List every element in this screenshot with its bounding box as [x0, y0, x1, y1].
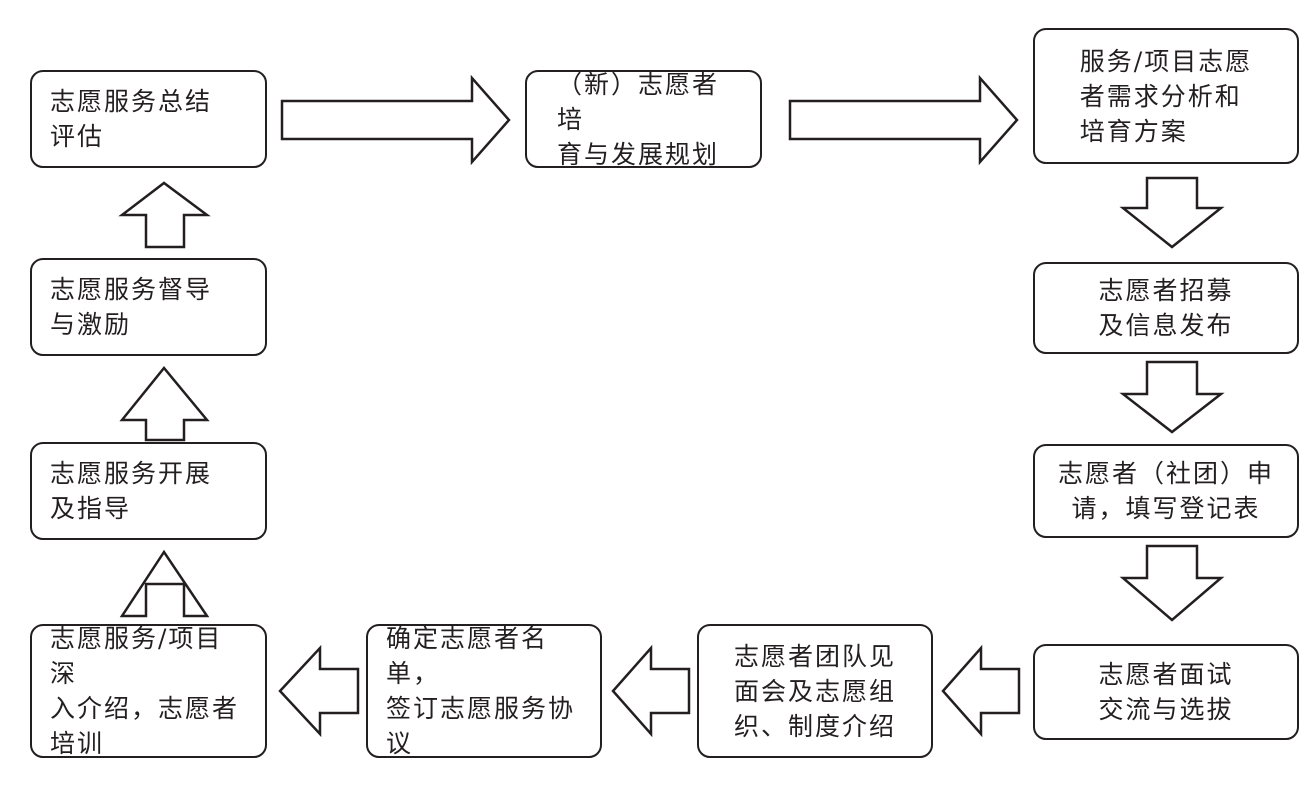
arrow-left-3 [278, 644, 360, 738]
arrow-down-1 [1119, 176, 1225, 249]
step-team-meeting: 志愿者团队见 面会及志愿组 织、制度介绍 [697, 624, 933, 758]
step-supervision-incentive-label: 志愿服务督导 与激励 [50, 275, 213, 339]
step-training: 志愿服务/项目深 入介绍，志愿者 培训 [30, 624, 267, 758]
arrow-left-2 [611, 644, 691, 738]
step-agreement-label: 确定志愿者名单， 签订志愿服务协 议 [386, 624, 576, 758]
step-agreement: 确定志愿者名单， 签订志愿服务协 议 [366, 624, 602, 758]
arrow-right-1 [280, 74, 511, 166]
step-training-label: 志愿服务/项目深 入介绍，志愿者 培训 [50, 624, 240, 758]
step-application: 志愿者（社团）申 请，填写登记表 [1033, 444, 1299, 538]
step-service-conduct: 志愿服务开展 及指导 [30, 442, 267, 540]
arrow-right-2 [788, 74, 1019, 166]
step-interview-selection-label: 志愿者面试 交流与选拔 [1098, 660, 1234, 724]
arrow-up-2 [119, 366, 210, 442]
step-team-meeting-label: 志愿者团队见 面会及志愿组 织、制度介绍 [733, 641, 896, 741]
step-service-conduct-label: 志愿服务开展 及指导 [50, 459, 213, 523]
step-interview-selection: 志愿者面试 交流与选拔 [1033, 644, 1299, 740]
step-application-label: 志愿者（社团）申 请，填写登记表 [1057, 459, 1274, 523]
step-development-planning: （新）志愿者培 育与发展规划 [525, 70, 762, 169]
arrow-up-3 [118, 181, 211, 249]
arrow-down-3 [1119, 544, 1225, 622]
step-summary-evaluation-label: 志愿服务总结 评估 [50, 87, 213, 151]
step-needs-analysis: 服务/项目志愿 者需求分析和 培育方案 [1033, 28, 1299, 164]
arrow-down-2 [1119, 360, 1225, 434]
step-needs-analysis-label: 服务/项目志愿 者需求分析和 培育方案 [1079, 46, 1253, 146]
arrow-up-1 [119, 549, 210, 618]
step-summary-evaluation: 志愿服务总结 评估 [30, 70, 267, 168]
step-recruitment-label: 志愿者招募 及信息发布 [1098, 276, 1234, 340]
step-recruitment: 志愿者招募 及信息发布 [1033, 262, 1299, 354]
arrow-left-1 [941, 644, 1021, 738]
step-supervision-incentive: 志愿服务督导 与激励 [30, 258, 267, 356]
step-development-planning-label: （新）志愿者培 育与发展规划 [557, 69, 720, 169]
